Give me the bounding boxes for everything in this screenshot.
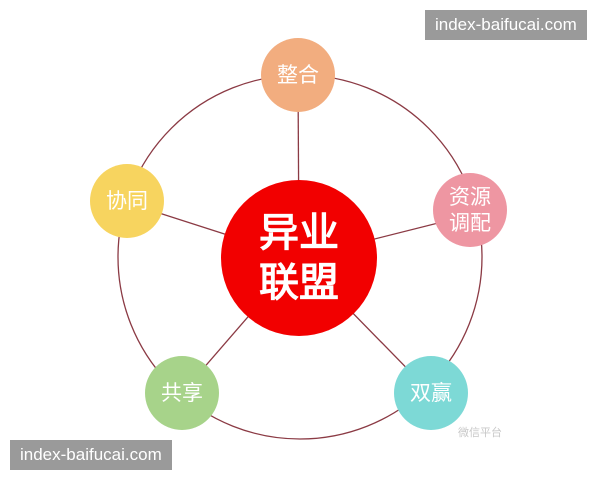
- node-label: 共享: [161, 381, 203, 405]
- node-right: 资源 调配: [433, 173, 507, 247]
- center-label: 异业: [259, 210, 339, 256]
- node-label: 资源: [449, 185, 491, 209]
- center-node: 异业 联盟: [221, 180, 377, 336]
- node-label: 协同: [106, 189, 148, 213]
- node-label: 双赢: [410, 381, 452, 405]
- watermark-top-right: index-baifucai.com: [425, 10, 587, 40]
- center-label: 联盟: [259, 260, 339, 306]
- node-bottom-right: 双赢: [394, 356, 468, 430]
- source-watermark: 微信平台: [458, 426, 502, 439]
- node-label: 调配: [449, 211, 491, 235]
- node-label: 整合: [277, 63, 319, 87]
- node-top: 整合: [261, 38, 335, 112]
- node-left: 协同: [90, 164, 164, 238]
- node-bottom-left: 共享: [145, 356, 219, 430]
- watermark-bottom-left: index-baifucai.com: [10, 440, 172, 470]
